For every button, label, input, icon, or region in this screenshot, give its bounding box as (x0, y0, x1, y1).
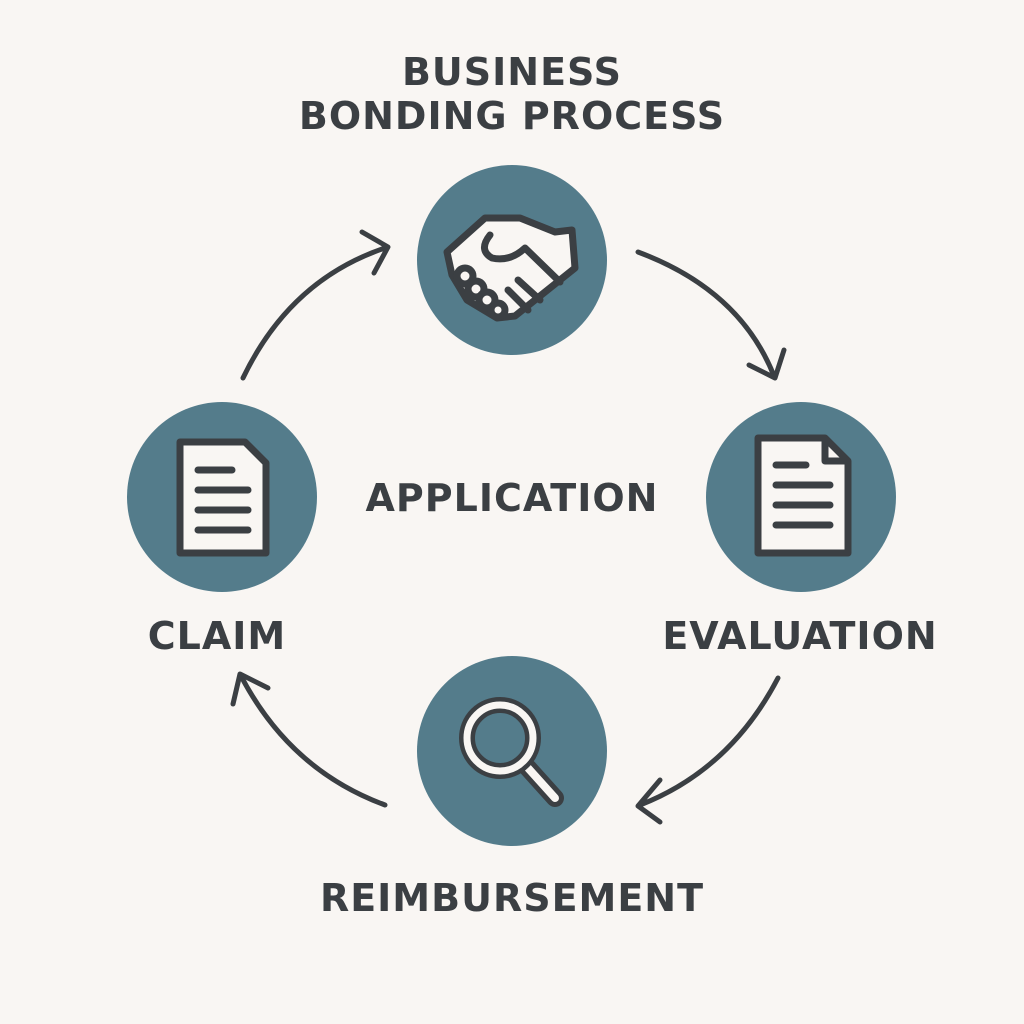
step-label-application: APPLICATION (365, 476, 659, 520)
claim-document-icon (176, 438, 270, 557)
handshake-icon (443, 214, 579, 322)
arrow-evaluation-to-reimbursement (635, 675, 781, 825)
step-label-evaluation: EVALUATION (662, 614, 938, 658)
title-line-2: BONDING PROCESS (298, 94, 726, 138)
title-line-1: BUSINESS (401, 50, 623, 94)
step-label-claim: CLAIM (147, 614, 287, 658)
arrow-bonding-to-evaluation (635, 249, 787, 381)
arrow-claim-to-bonding (240, 229, 391, 381)
arrow-reimbursement-to-claim (230, 671, 388, 808)
magnifying-glass-icon (459, 697, 564, 807)
diagram-title: BUSINESS BONDING PROCESS (212, 50, 812, 138)
evaluation-document-icon (754, 434, 852, 557)
step-label-reimbursement: REIMBURSEMENT (319, 876, 705, 920)
